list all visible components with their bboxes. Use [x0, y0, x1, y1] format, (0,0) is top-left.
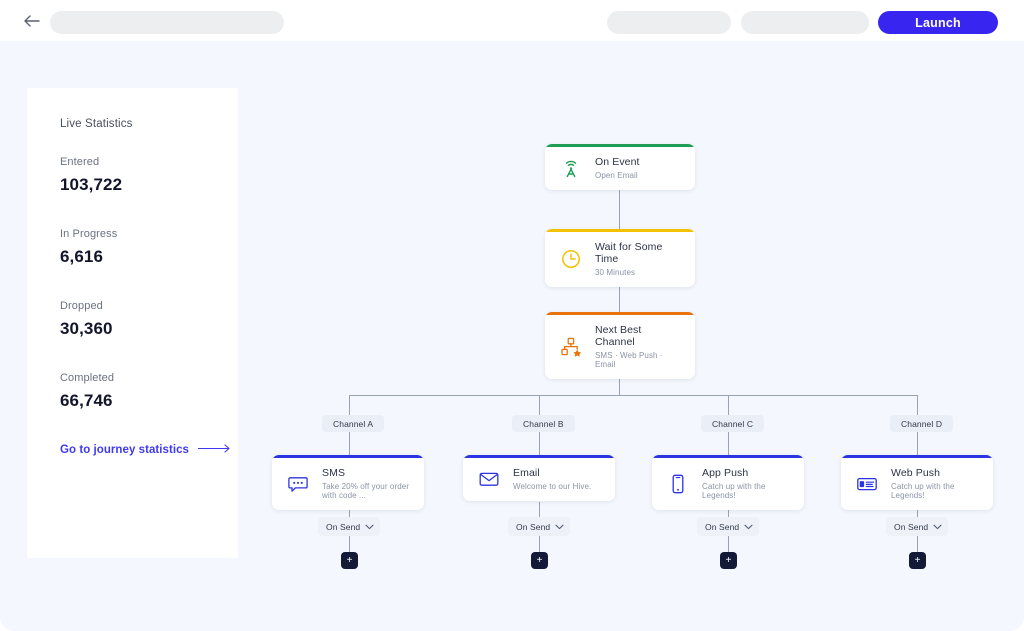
connector-drop-a — [349, 395, 350, 415]
card-subtitle: Catch up with the Legends! — [702, 482, 766, 500]
trigger-dropdown-c[interactable]: On Send — [697, 517, 759, 536]
add-step-button-b[interactable]: + — [531, 552, 548, 569]
add-step-button-c[interactable]: + — [720, 552, 737, 569]
node-accent-bar — [545, 144, 695, 147]
card-title: App Push — [702, 467, 749, 479]
top-toolbar: Launch — [0, 0, 1024, 41]
stat-in-progress: In Progress 6,616 — [60, 228, 238, 267]
journey-name-placeholder[interactable] — [50, 11, 284, 34]
chevron-down-icon — [365, 522, 374, 532]
node-accent-bar — [545, 312, 695, 315]
connector-onsend-plus-d — [917, 536, 918, 552]
go-to-journey-statistics-label: Go to journey statistics — [60, 444, 190, 456]
channel-badge-d[interactable]: Channel D — [890, 415, 954, 432]
stat-label: Dropped — [60, 300, 103, 312]
card-web-push[interactable]: Web Push Catch up with the Legends! — [841, 455, 993, 510]
hierarchy-star-icon — [559, 335, 583, 359]
journey-canvas: Live Statistics Entered 103,722 In Progr… — [0, 41, 1024, 631]
connector-badge-card-a — [349, 432, 350, 455]
broadcast-antenna-icon — [559, 156, 583, 180]
card-accent-bar — [841, 455, 993, 458]
clock-icon — [559, 247, 583, 271]
node-subtitle: Open Email — [595, 171, 638, 180]
toolbar-action-placeholder-2[interactable] — [741, 11, 869, 34]
trigger-label: On Send — [516, 521, 551, 532]
live-statistics-panel: Live Statistics Entered 103,722 In Progr… — [27, 88, 238, 558]
connector-wait-to-nbc — [619, 270, 620, 312]
trigger-dropdown-d[interactable]: On Send — [886, 517, 948, 536]
connector-onsend-plus-c — [728, 536, 729, 552]
connector-on-event-to-wait — [619, 185, 620, 229]
envelope-icon — [477, 467, 501, 491]
node-title: Wait for Some Time — [595, 241, 663, 265]
card-app-push[interactable]: App Push Catch up with the Legends! — [652, 455, 804, 510]
web-notification-icon — [855, 472, 879, 496]
chevron-down-icon — [555, 522, 564, 532]
card-title: Web Push — [891, 467, 941, 479]
stat-dropped: Dropped 30,360 — [60, 300, 238, 339]
node-next-best-channel[interactable]: Next Best Channel SMS · Web Push · Email — [545, 312, 695, 379]
card-subtitle: Catch up with the Legends! — [891, 482, 955, 500]
chevron-down-icon — [744, 522, 753, 532]
go-to-journey-statistics-link[interactable]: Go to journey statistics — [60, 444, 238, 456]
connector-drop-b — [539, 395, 540, 415]
card-email[interactable]: Email Welcome to our Hive. — [463, 455, 615, 501]
connector-split-bar — [349, 395, 918, 396]
card-accent-bar — [463, 455, 615, 458]
arrow-right-icon — [197, 444, 232, 456]
node-on-event[interactable]: On Event Open Email — [545, 144, 695, 190]
node-accent-bar — [545, 229, 695, 232]
connector-drop-d — [917, 395, 918, 415]
connector-badge-card-b — [539, 432, 540, 455]
stat-label: Completed — [60, 372, 115, 384]
card-sms[interactable]: SMS Take 20% off your order with code ..… — [272, 455, 424, 510]
connector-badge-card-d — [917, 432, 918, 455]
stat-entered: Entered 103,722 — [60, 156, 238, 195]
card-title: Email — [513, 467, 540, 479]
stat-label: Entered — [60, 156, 100, 168]
stat-value: 103,722 — [60, 175, 123, 194]
card-accent-bar — [272, 455, 424, 458]
connector-card-onsend-b — [539, 502, 540, 517]
card-title: SMS — [322, 467, 346, 479]
stat-completed: Completed 66,746 — [60, 372, 238, 411]
trigger-dropdown-a[interactable]: On Send — [318, 517, 380, 536]
toolbar-action-placeholder-1[interactable] — [607, 11, 731, 34]
add-step-button-d[interactable]: + — [909, 552, 926, 569]
channel-badge-b[interactable]: Channel B — [512, 415, 575, 432]
node-subtitle: SMS · Web Push · Email — [595, 351, 663, 369]
connector-badge-card-c — [728, 432, 729, 455]
node-title: Next Best Channel — [595, 324, 642, 348]
launch-button[interactable]: Launch — [878, 11, 998, 34]
connector-onsend-plus-a — [349, 536, 350, 552]
stat-value: 30,360 — [60, 319, 113, 338]
trigger-dropdown-b[interactable]: On Send — [508, 517, 570, 536]
connector-drop-c — [728, 395, 729, 415]
stat-value: 6,616 — [60, 247, 104, 266]
chat-bubble-icon — [286, 472, 310, 496]
stat-label: In Progress — [60, 228, 118, 240]
card-subtitle: Welcome to our Hive. — [513, 482, 592, 491]
trigger-label: On Send — [326, 521, 361, 532]
card-accent-bar — [652, 455, 804, 458]
back-arrow-icon[interactable] — [22, 13, 42, 29]
trigger-label: On Send — [705, 521, 740, 532]
card-subtitle: Take 20% off your order with code ... — [322, 482, 410, 500]
connector-onsend-plus-b — [539, 536, 540, 552]
add-step-button-a[interactable]: + — [341, 552, 358, 569]
mobile-phone-icon — [666, 472, 690, 496]
channel-badge-a[interactable]: Channel A — [322, 415, 385, 432]
channel-badge-c[interactable]: Channel C — [701, 415, 765, 432]
node-subtitle: 30 Minutes — [595, 268, 636, 277]
trigger-label: On Send — [894, 521, 929, 532]
node-wait-for-some-time[interactable]: Wait for Some Time 30 Minutes — [545, 229, 695, 287]
stat-value: 66,746 — [60, 391, 113, 410]
chevron-down-icon — [933, 522, 942, 532]
live-statistics-title: Live Statistics — [60, 118, 133, 130]
node-title: On Event — [595, 156, 640, 168]
